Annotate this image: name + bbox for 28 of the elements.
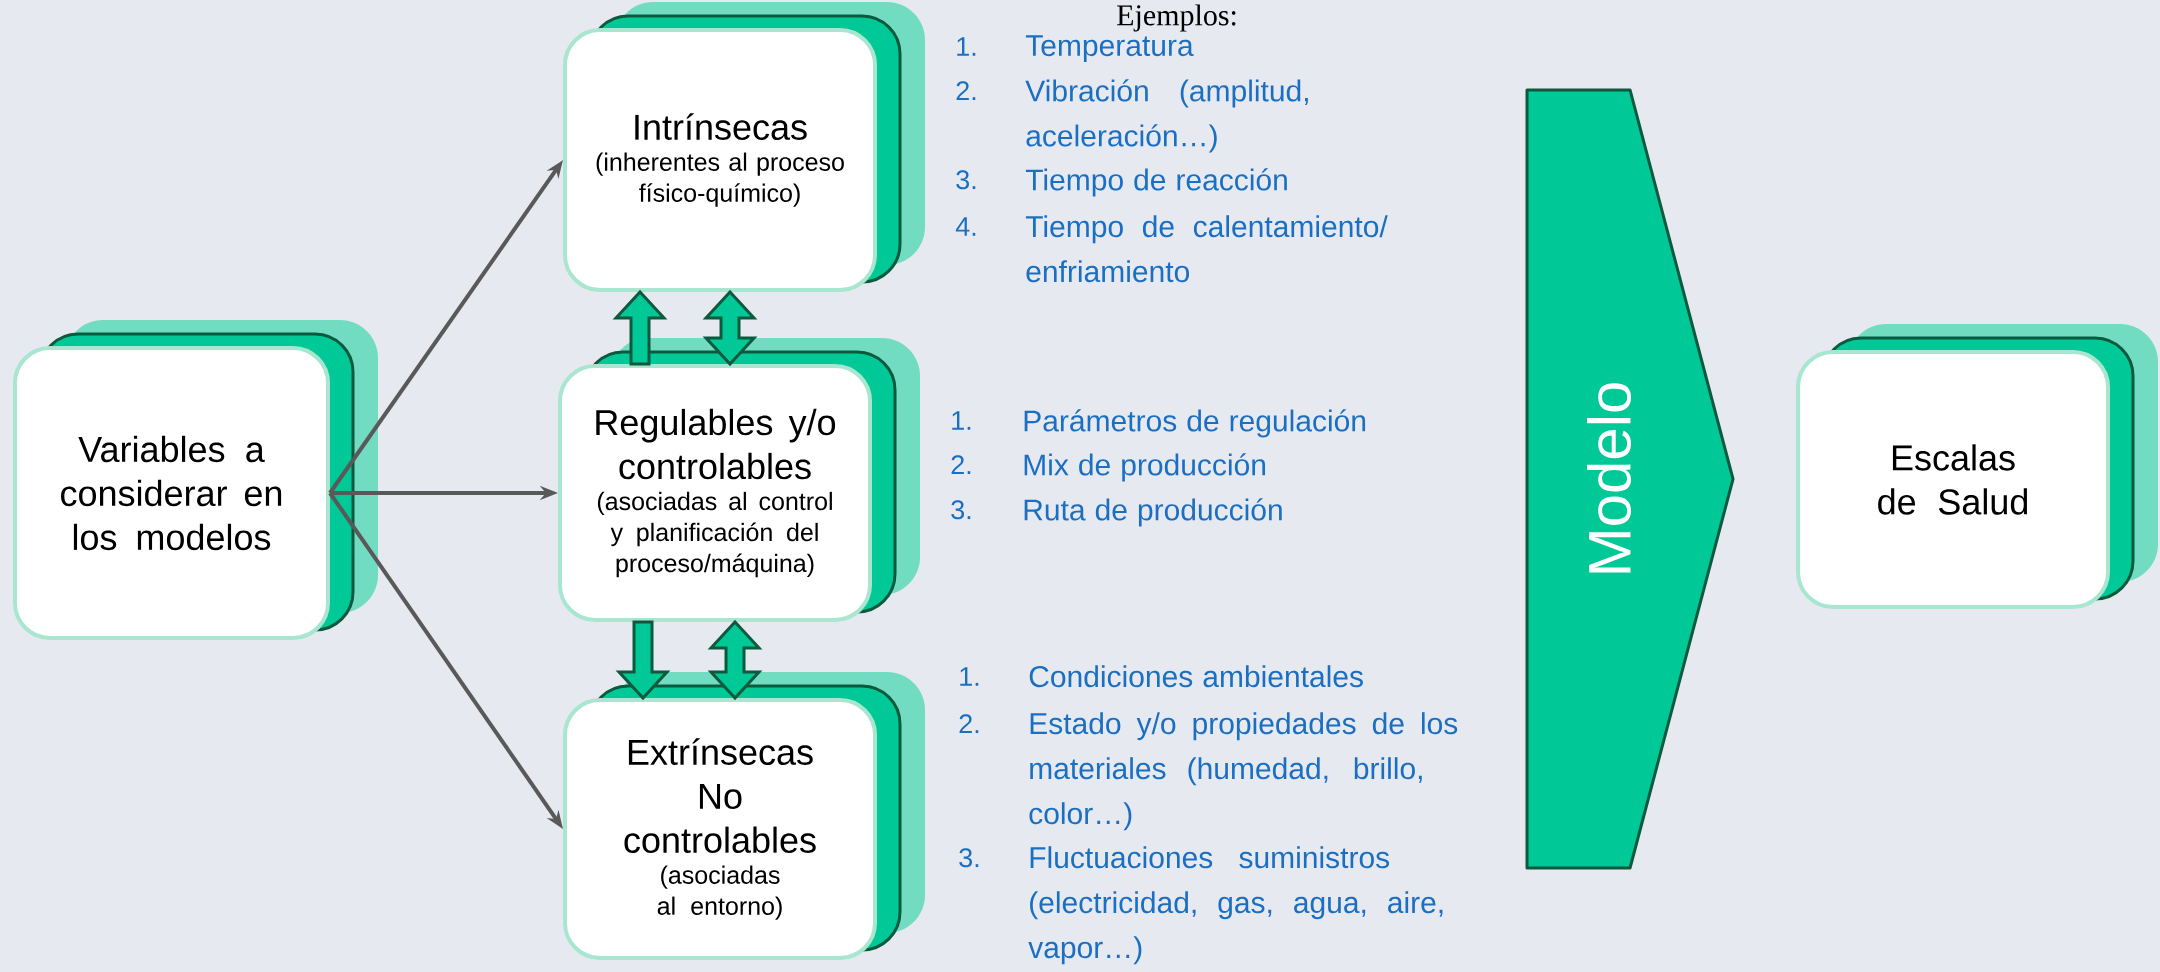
- list-item: Vibración (amplitud, aceleración…): [1025, 79, 1308, 153]
- list-item: Temperatura: [1025, 35, 1194, 63]
- list-item: Ruta de producción: [1024, 498, 1282, 527]
- list-number: 2.: [956, 81, 976, 101]
- heading: Ejemplos:: [1117, 4, 1236, 32]
- list-item: Fluctuaciones suministros (electricidad, gas, agua, aire, vapor…): [1028, 846, 1443, 965]
- list-number: 3.: [956, 170, 976, 190]
- list-item: Estado y/o propiedades de los materiales (humedad, brillo, color…): [1029, 712, 1458, 831]
- block-arrow: [615, 620, 671, 701]
- list-item: Condiciones ambientales: [1029, 665, 1363, 688]
- list-number: 4.: [955, 217, 976, 236]
- list-item: Mix de producción: [1024, 453, 1265, 482]
- rounded-card: Escalas de Salud: [1796, 324, 2159, 609]
- rounded-card: Intrínsecas (inherentes al proceso físico-químico): [563, 2, 925, 292]
- list-number: 3.: [951, 500, 971, 520]
- list-item: Tiempo de reacción: [1025, 168, 1287, 197]
- rounded-card: Regulables y/o controlables (asociadas al control y planificación del proceso/máquina): [558, 338, 920, 622]
- list-number: 1.: [960, 667, 979, 686]
- list-number: 2.: [959, 714, 979, 734]
- list-number: 1.: [957, 37, 976, 56]
- list-number: 1.: [952, 411, 971, 430]
- block-arrow: [612, 289, 668, 366]
- list-number: 3.: [959, 848, 979, 868]
- rounded-card: Variables a considerar en los modelos: [13, 320, 378, 640]
- list-number: 2.: [951, 455, 971, 475]
- list-item: Parámetros de regulación: [1024, 409, 1366, 438]
- list-item: Tiempo de calentamiento/ enfriamiento: [1025, 215, 1388, 283]
- rounded-card: Extrínsecas No controlables (asociadas al entorno): [563, 672, 925, 960]
